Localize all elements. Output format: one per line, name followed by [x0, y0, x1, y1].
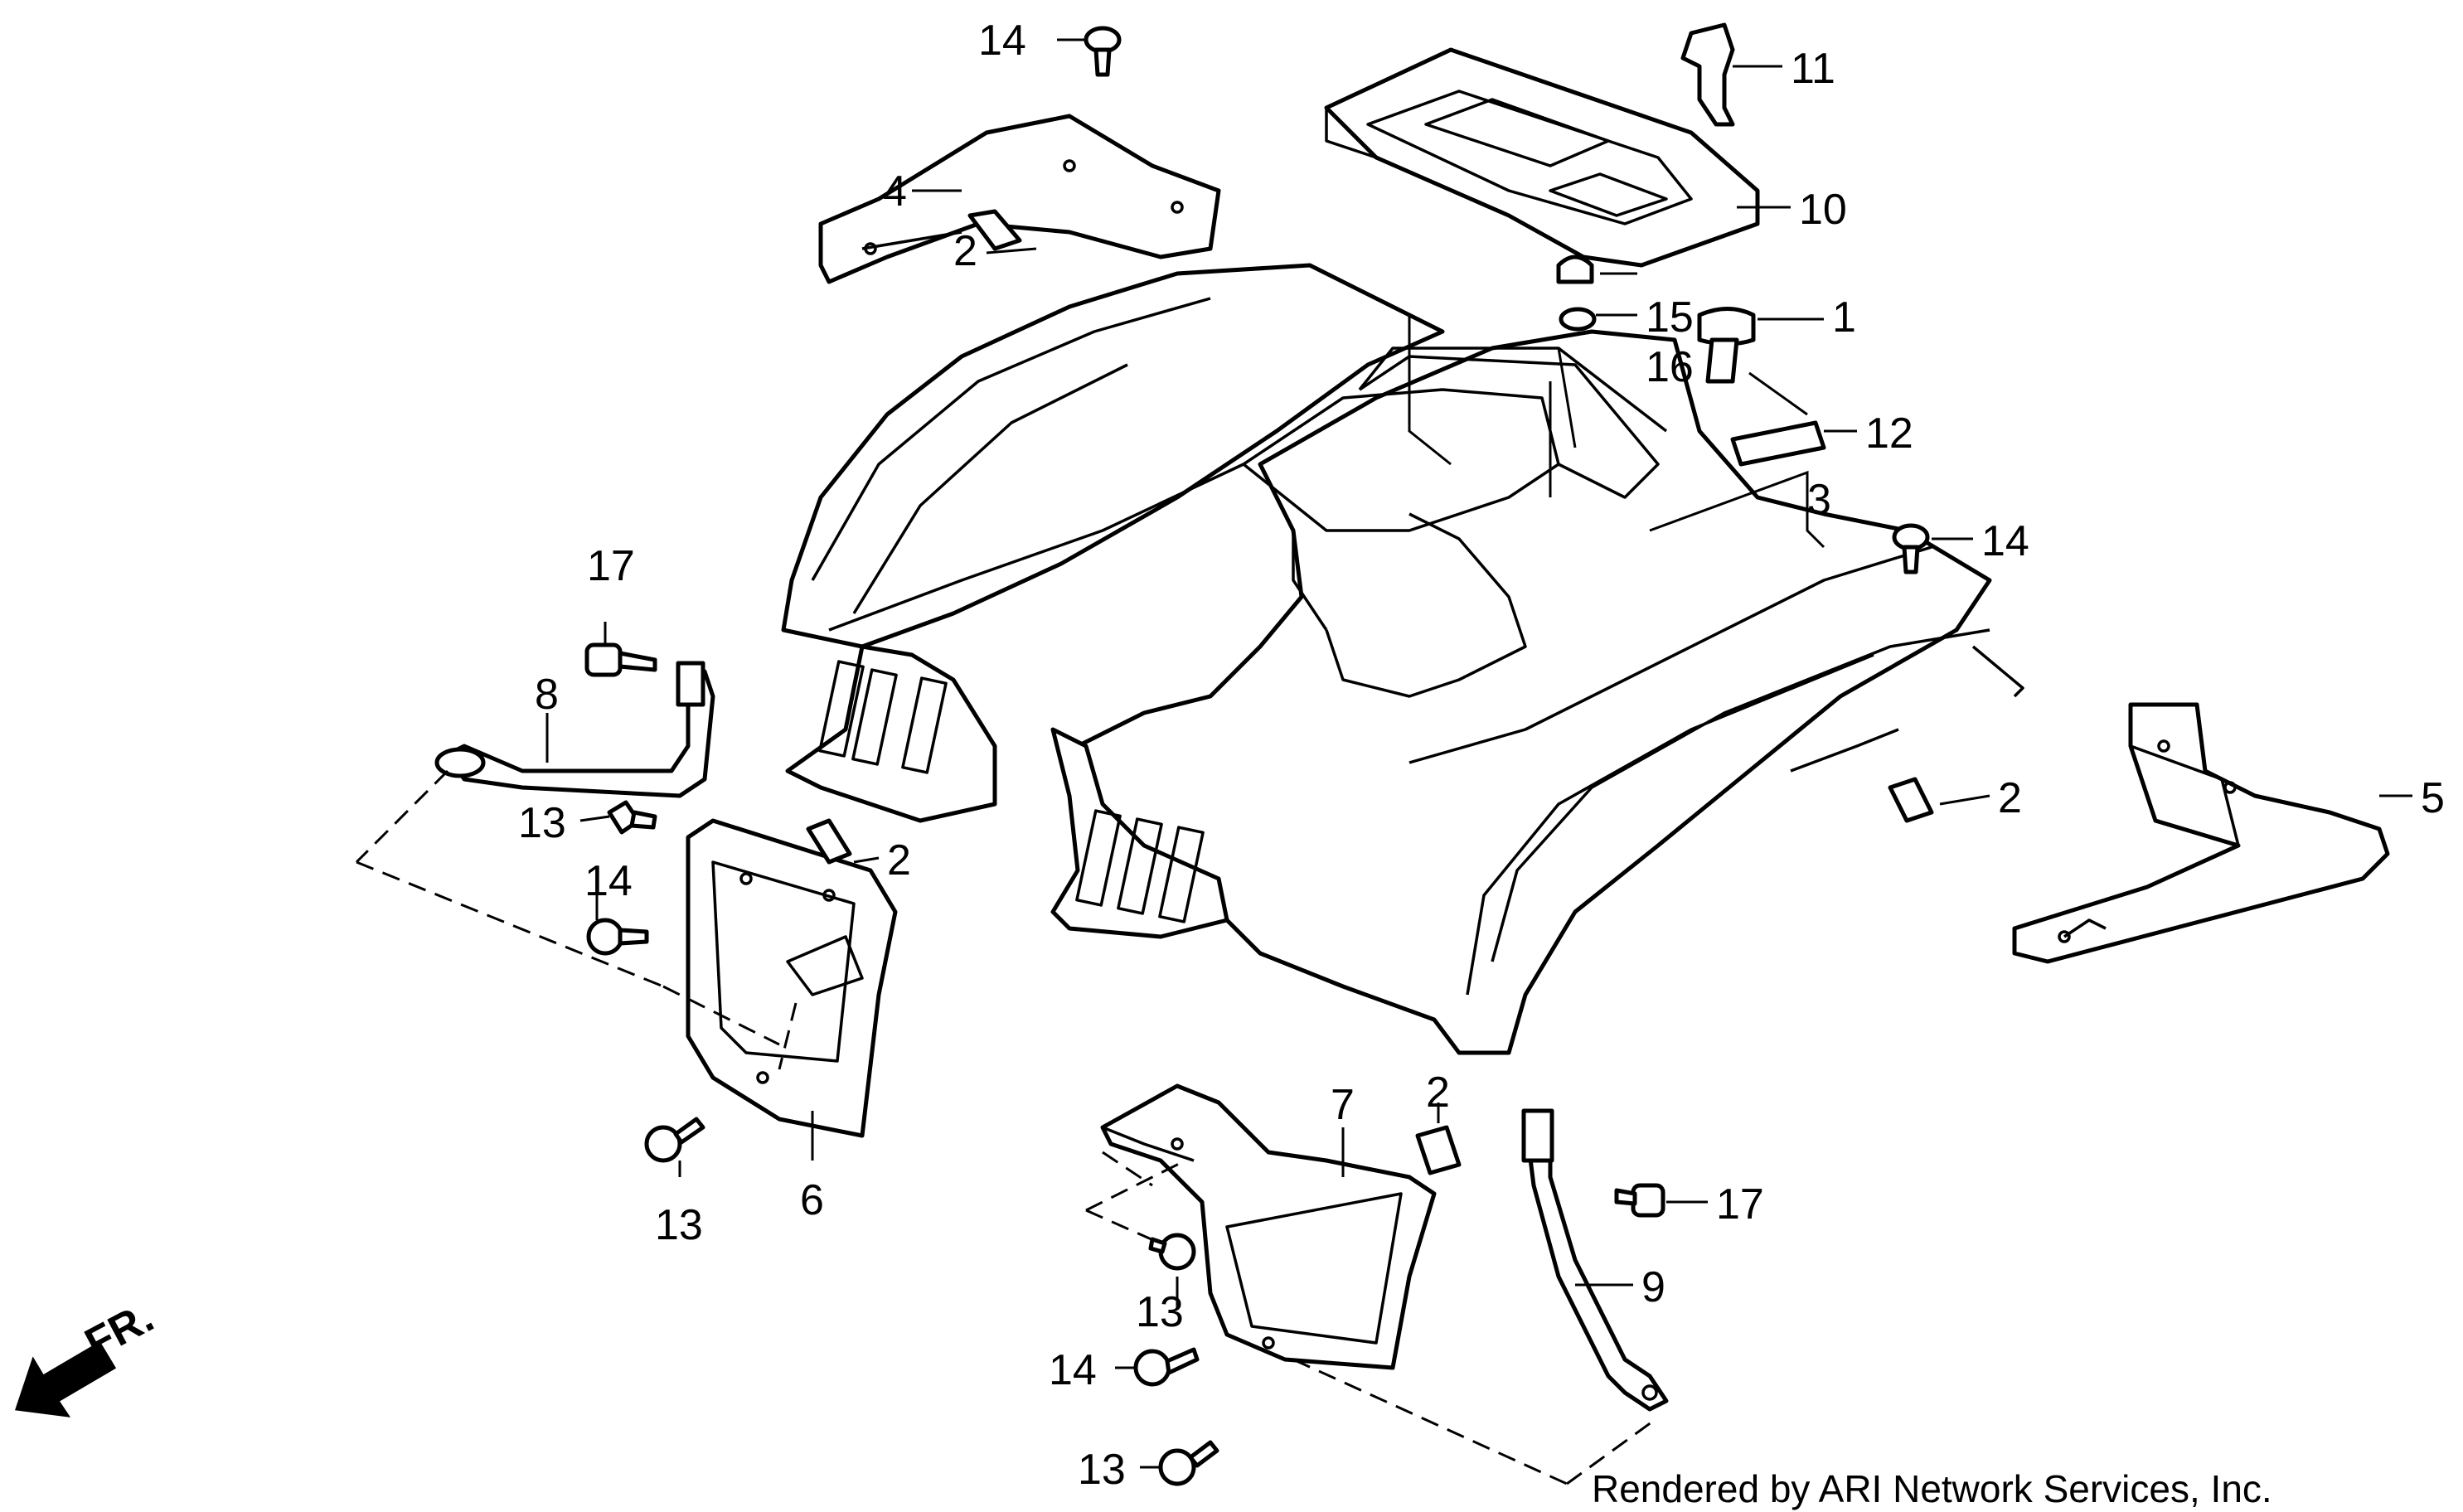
decal [1730, 420, 1826, 467]
callout-14: 14 [978, 17, 1026, 65]
callout-labels: 14 11 10 4 2 15 16 1 12 3 14 2 5 17 8 13… [518, 17, 2445, 1494]
left-fender-cover [818, 114, 1221, 284]
screw-14b [1892, 523, 1930, 574]
callout-14: 14 [584, 857, 633, 905]
callout-2: 2 [887, 836, 911, 884]
carrier-pad [1324, 47, 1760, 274]
callout-16: 16 [1646, 343, 1694, 391]
credit-text: Rendered by ARI Network Services, Inc. [1592, 1467, 2272, 1510]
screw-13d [1158, 1440, 1219, 1486]
callout-13: 13 [518, 799, 566, 847]
screw-13a [607, 800, 657, 835]
callout-13: 13 [1078, 1446, 1126, 1494]
front-direction-arrow: FR. [15, 1293, 162, 1418]
right-fender-cover [2012, 702, 2390, 964]
screw-14d [1133, 1347, 1200, 1387]
callout-5: 5 [2421, 774, 2445, 822]
callout-14: 14 [1981, 517, 2029, 565]
callout-13: 13 [655, 1201, 703, 1249]
bracket [1680, 22, 1735, 127]
left-mud-flap [686, 818, 898, 1138]
callout-3: 3 [1807, 476, 1831, 524]
callout-1: 1 [1832, 293, 1856, 342]
callout-17: 17 [587, 542, 635, 590]
callout-6: 6 [800, 1176, 824, 1224]
clip-nut-a [967, 209, 1022, 251]
screw-13b [644, 1117, 705, 1163]
screw-14c [586, 918, 649, 956]
callout-7: 7 [1331, 1081, 1355, 1129]
clip-nut-d [1415, 1125, 1462, 1175]
callout-14: 14 [1049, 1346, 1097, 1394]
screw-14a [1084, 26, 1122, 77]
callout-2: 2 [953, 227, 977, 275]
rear-fender-body [781, 263, 2024, 1055]
bolt-17b [1614, 1183, 1665, 1218]
callout-12: 12 [1865, 410, 1913, 458]
callout-2: 2 [1426, 1069, 1450, 1117]
callout-13: 13 [1136, 1288, 1184, 1336]
callout-15: 15 [1646, 293, 1694, 342]
callout-8: 8 [535, 671, 559, 719]
left-stay [434, 661, 715, 798]
callout-4: 4 [883, 167, 907, 216]
callout-17: 17 [1716, 1180, 1764, 1228]
right-mud-flap [1100, 1083, 1437, 1370]
clip-nut-b [806, 818, 852, 865]
bolt-17a [584, 642, 657, 677]
washer [1559, 307, 1597, 332]
cap-nut [1556, 254, 1594, 284]
rubber-plug [1697, 307, 1756, 384]
screw-13c [1148, 1233, 1196, 1271]
clip-nut-c [1888, 777, 1934, 823]
callout-10: 10 [1799, 186, 1847, 234]
callout-9: 9 [1641, 1263, 1665, 1311]
right-stay [1521, 1108, 1669, 1412]
assembly-lines [355, 769, 1659, 1485]
callout-2: 2 [1998, 774, 2022, 822]
leader-lines [545, 38, 2412, 1469]
callout-11: 11 [1791, 45, 1835, 93]
